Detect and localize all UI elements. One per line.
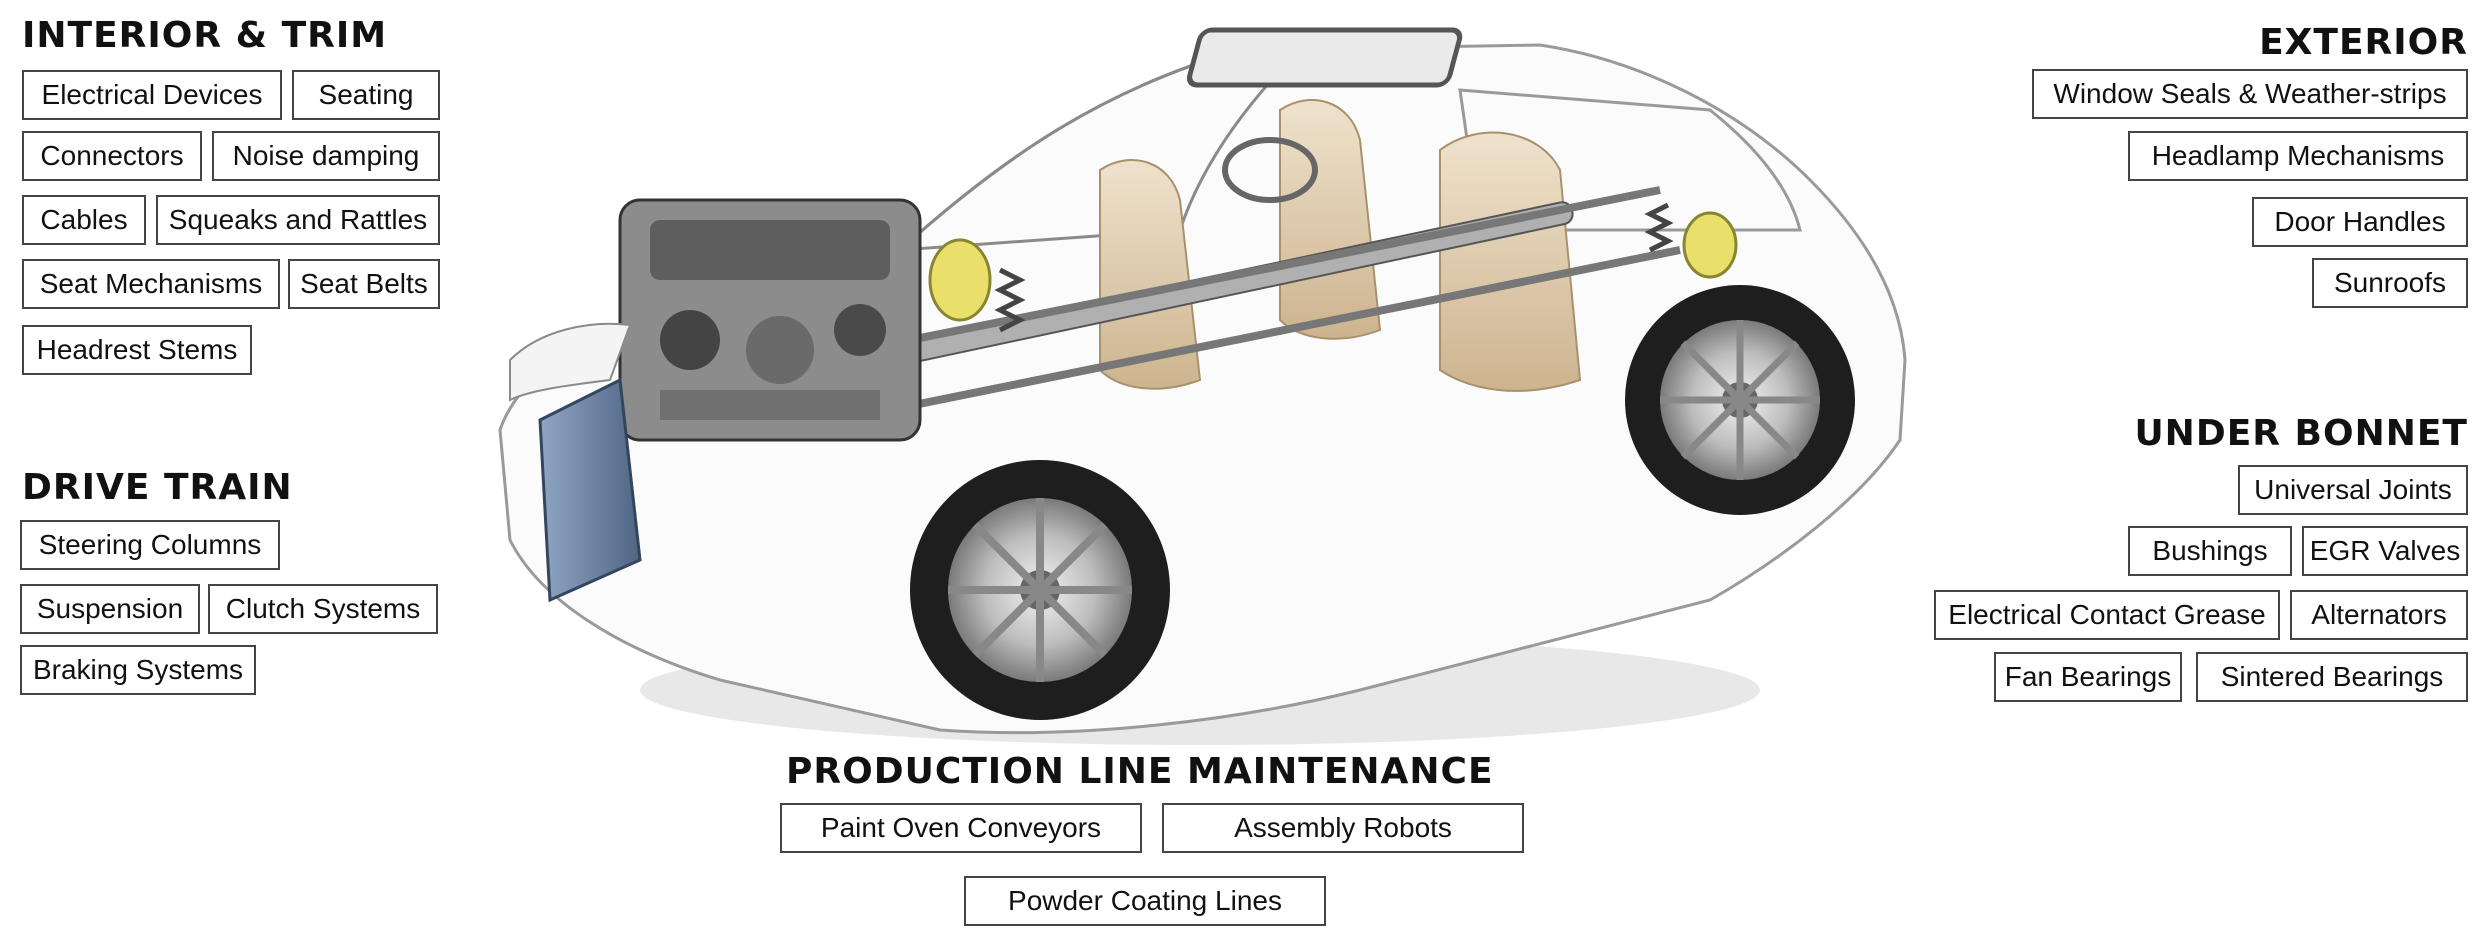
tag-headlamp-mechanisms[interactable]: Headlamp Mechanisms [2128,131,2468,181]
interior-trim-heading: INTERIOR & TRIM [22,15,388,56]
side-windows [1458,88,1802,232]
tag-window-seals[interactable]: Window Seals & Weather-strips [2032,69,2468,119]
front-seat-right [1099,159,1202,390]
tag-egr-valves[interactable]: EGR Valves [2302,526,2468,576]
tag-sunroofs[interactable]: Sunroofs [2312,258,2468,308]
rear-seat [1439,131,1582,392]
tag-cables[interactable]: Cables [22,195,146,245]
tag-braking-systems[interactable]: Braking Systems [20,645,256,695]
car-cutaway-illustration [498,27,1907,745]
tag-bushings[interactable]: Bushings [2128,526,2292,576]
tag-headrest-stems[interactable]: Headrest Stems [22,325,252,375]
radiator [538,377,642,603]
exterior-heading: EXTERIOR [2259,22,2468,63]
tag-connectors[interactable]: Connectors [22,131,202,181]
drive-train-heading: DRIVE TRAIN [22,467,293,508]
tag-electrical-contact-grease[interactable]: Electrical Contact Grease [1934,590,2280,640]
steering-wheel [1222,137,1318,203]
tag-sintered-bearings[interactable]: Sintered Bearings [2196,652,2468,702]
tag-squeaks-and-rattles[interactable]: Squeaks and Rattles [156,195,440,245]
tag-electrical-devices[interactable]: Electrical Devices [22,70,282,120]
front-wheel [910,460,1170,720]
front-suspension-spring [994,267,1026,333]
under-bonnet-heading: UNDER BONNET [2134,413,2468,454]
tag-assembly-robots[interactable]: Assembly Robots [1162,803,1524,853]
tag-steering-columns[interactable]: Steering Columns [20,520,280,570]
headlight [509,322,632,402]
tag-seating[interactable]: Seating [292,70,440,120]
tag-alternators[interactable]: Alternators [2290,590,2468,640]
tag-noise-damping[interactable]: Noise damping [212,131,440,181]
tag-suspension[interactable]: Suspension [20,584,200,634]
tag-paint-oven-conveyors[interactable]: Paint Oven Conveyors [780,803,1142,853]
production-line-heading: PRODUCTION LINE MAINTENANCE [786,751,1494,792]
tag-door-handles[interactable]: Door Handles [2252,197,2468,247]
sunroof [1186,27,1463,88]
rear-brake-disc [1682,211,1738,279]
tag-fan-bearings[interactable]: Fan Bearings [1994,652,2182,702]
chassis-frame [809,186,1681,424]
rear-suspension-spring [1644,202,1674,253]
front-brake-disc [928,238,992,322]
tag-seat-mechanisms[interactable]: Seat Mechanisms [22,259,280,309]
tag-seat-belts[interactable]: Seat Belts [288,259,440,309]
tag-powder-coating-lines[interactable]: Powder Coating Lines [964,876,1326,926]
engine-block [618,198,922,442]
rear-wheel [1625,285,1855,515]
tag-universal-joints[interactable]: Universal Joints [2238,465,2468,515]
tag-clutch-systems[interactable]: Clutch Systems [208,584,438,634]
